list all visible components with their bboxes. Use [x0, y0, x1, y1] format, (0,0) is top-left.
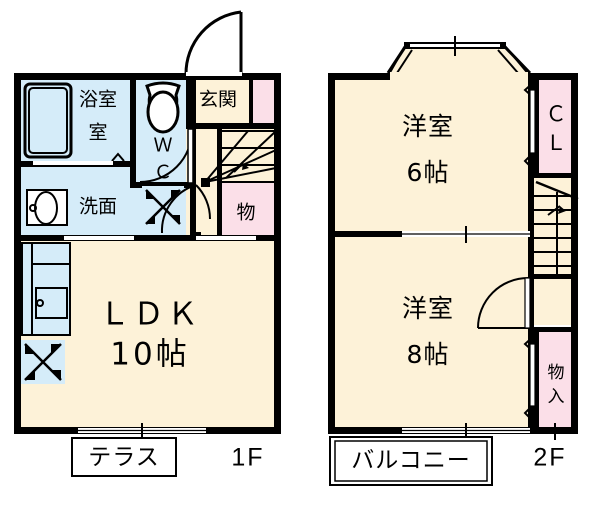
bathtub [23, 82, 73, 159]
washroom-sliding-door [64, 236, 134, 240]
label-western-room-8-size: 8帖 [407, 340, 450, 369]
floor2-plan: 洋室 6帖 洋室 8帖 Ｃ Ｌ 物 入 バルコニー 2F [328, 36, 579, 486]
closet-cl-door [523, 81, 536, 171]
label-entrance: 玄関 [199, 89, 237, 111]
room-fill-western6 [334, 79, 528, 231]
western-room-8-door [477, 277, 531, 329]
staircase-down [534, 177, 579, 278]
floor1-plan: 浴室 室 Ｗ Ｃ 洗面 玄関 物 ＬＤＫ 10帖 テラス 1F [14, 10, 281, 477]
room-fill-closet-cl [539, 79, 572, 173]
label-toilet-c: Ｃ [153, 162, 172, 184]
label-storage-closet-line1: 物 [548, 363, 565, 383]
label-floor1: 1F [231, 444, 264, 472]
toilet-bowl [145, 81, 181, 134]
label-washroom: 洗面 [79, 196, 117, 218]
label-balcony: バルコニー [351, 448, 471, 474]
room-fill-storage [221, 182, 276, 235]
hall-door-gap [196, 236, 256, 240]
room-fill-entrance-closet [252, 79, 276, 123]
bay-window [386, 36, 533, 77]
ldk-window-icon [21, 340, 65, 384]
staircase-up [201, 130, 277, 187]
bay-window-opening [390, 72, 528, 80]
room-fill-storage-closet [539, 332, 572, 428]
room-fill-western8 [334, 237, 528, 428]
label-terrace: テラス [88, 445, 160, 471]
label-toilet-w: Ｗ [153, 135, 172, 157]
label-storage: 物 [236, 202, 255, 224]
label-closet-cl-line2: Ｌ [546, 131, 567, 155]
label-floor2: 2F [533, 444, 566, 472]
kitchen-counter [21, 242, 71, 336]
balcony-box: バルコニー [329, 436, 493, 486]
label-western-room-6: 洋室 [402, 112, 454, 141]
wc-door [139, 128, 194, 184]
bathroom-sliding-door [33, 161, 113, 165]
western-room-6-south-window [402, 226, 530, 243]
label-bathroom: 浴室 [79, 89, 117, 111]
bathroom-door-icon [111, 152, 125, 162]
label-ldk-size: 10帖 [110, 337, 189, 373]
room-fill-hall2 [534, 275, 572, 325]
label-closet-cl-line1: Ｃ [546, 102, 567, 126]
ldk-door [160, 184, 212, 237]
label-bathroom-2: 室 [88, 122, 107, 144]
label-ldk: ＬＤＫ [99, 297, 201, 333]
label-storage-closet-line2: 入 [548, 387, 565, 407]
storage-closet-door [523, 335, 536, 423]
label-western-room-6-size: 6帖 [407, 158, 450, 187]
washbasin [26, 189, 68, 226]
entrance-door [184, 10, 243, 76]
label-western-room-8: 洋室 [402, 294, 454, 323]
terrace-box: テラス [71, 437, 177, 477]
room-fill-entrance [186, 79, 252, 123]
